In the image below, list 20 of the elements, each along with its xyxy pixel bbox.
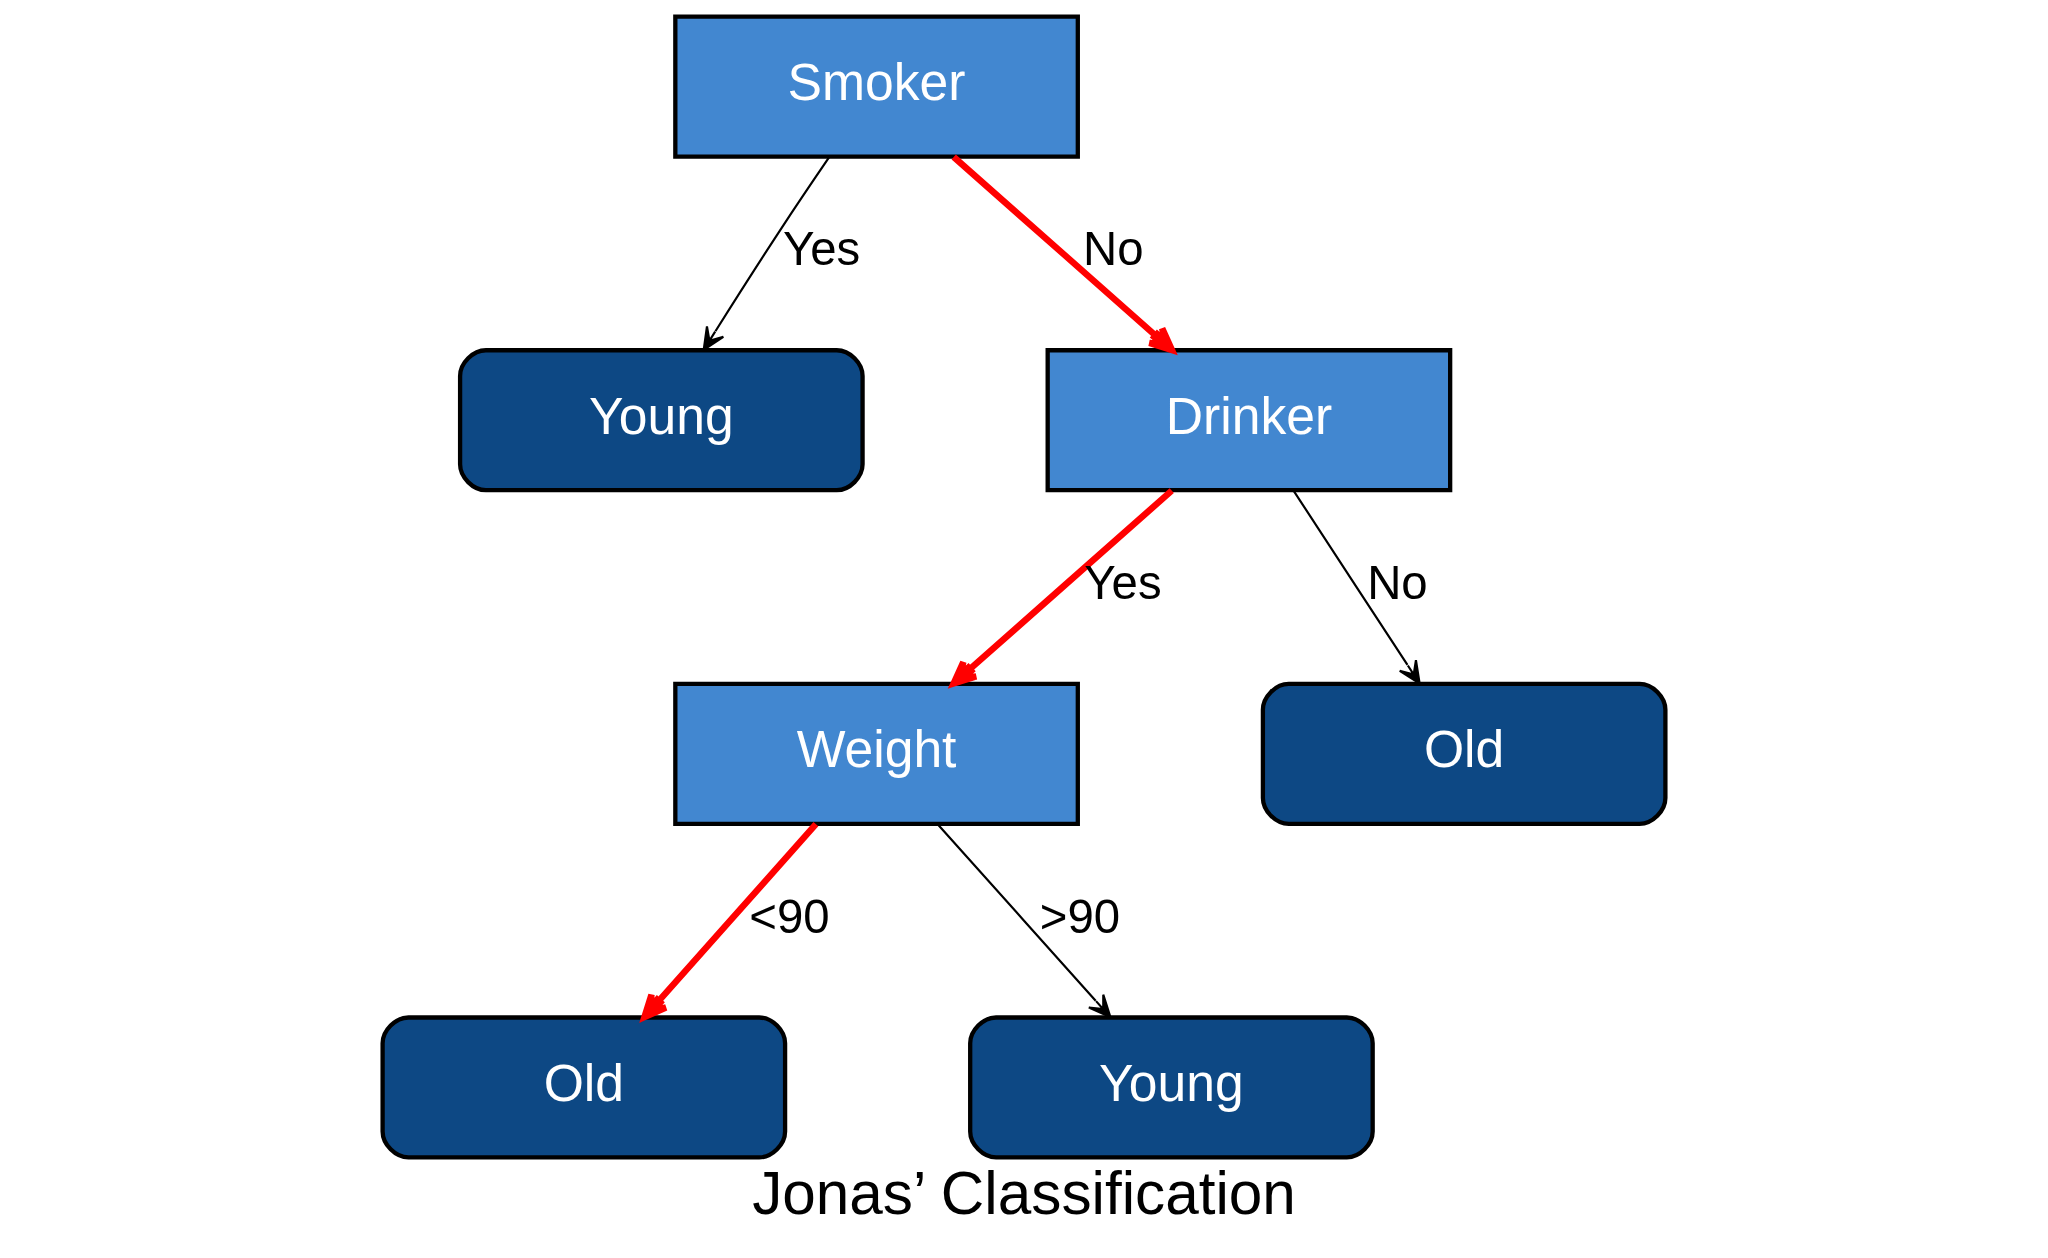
arrow [951, 154, 1176, 354]
edge-label: No [1083, 222, 1144, 276]
edge-label: Yes [1084, 556, 1162, 610]
node-box: Young [457, 348, 865, 493]
node-box: Old [380, 1015, 788, 1160]
edge-label: <90 [749, 889, 830, 943]
node-box: Weight [673, 681, 1080, 826]
caption: Jonas’ Classification [752, 1159, 1296, 1228]
arrow [950, 488, 1174, 687]
arrow [936, 823, 1112, 1019]
edge-label: >90 [1039, 889, 1121, 943]
arrow [702, 156, 831, 351]
arrow [641, 822, 819, 1021]
arrow [1292, 490, 1421, 685]
node-box: Young [968, 1015, 1375, 1160]
node-box: Smoker [673, 14, 1080, 159]
node-box: Drinker [1045, 348, 1453, 493]
edge-label: Yes [783, 222, 861, 276]
node-box: Old [1260, 681, 1668, 826]
edge-label: No [1367, 556, 1428, 610]
